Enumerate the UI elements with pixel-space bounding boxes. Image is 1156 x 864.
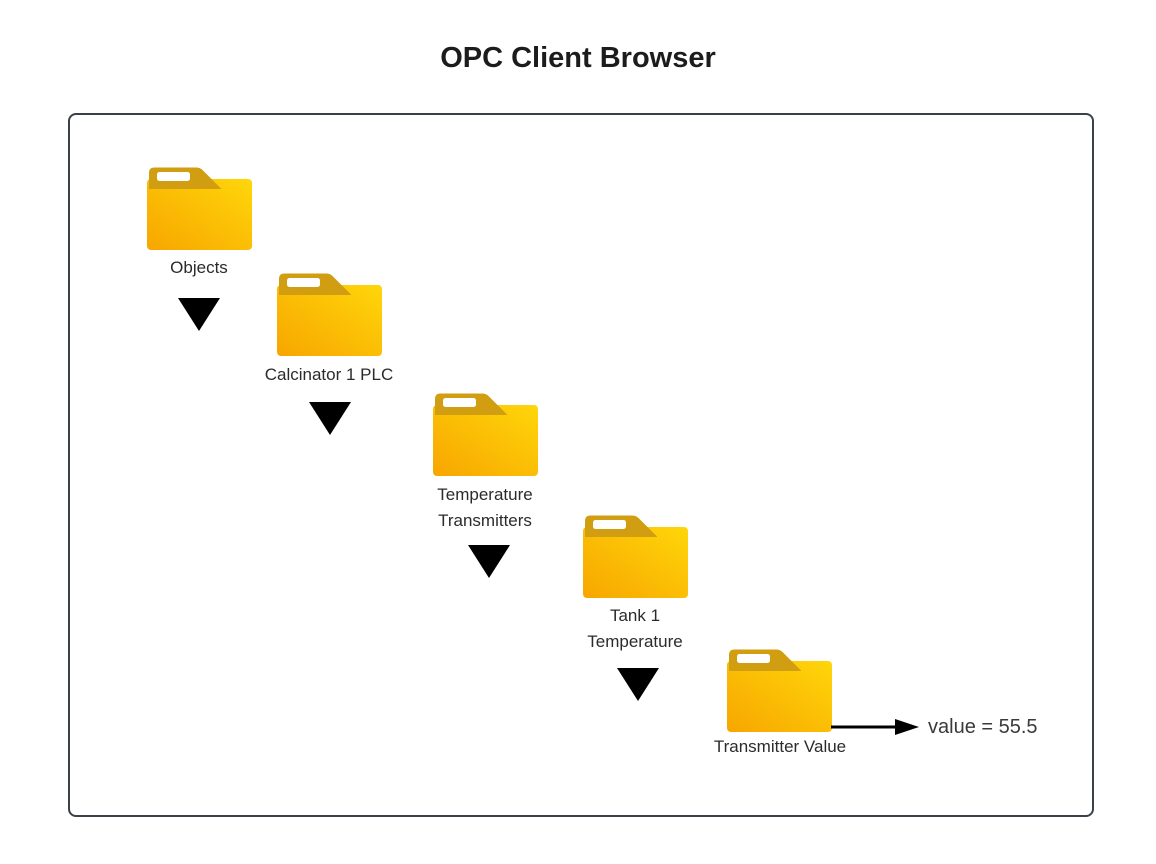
value-arrow-icon [831,719,919,735]
expand-arrow-icon[interactable] [178,298,220,331]
tree-node-label[interactable]: Temperature Transmitters [437,485,533,530]
folder-icon[interactable] [583,514,688,598]
expand-arrow-icon[interactable] [617,668,659,701]
value-readout: value = 55.5 [928,716,1038,738]
folder-icon[interactable] [727,648,832,732]
tree-node-label[interactable]: Tank 1 Temperature [587,606,683,651]
folder-icon[interactable] [433,392,538,476]
folder-icon[interactable] [277,272,382,356]
folder-icon[interactable] [147,166,252,250]
tree-node-label[interactable]: Calcinator 1 PLC [264,365,394,384]
page-title: OPC Client Browser [440,42,716,74]
tree-node-label[interactable]: Transmitter Value [713,737,847,756]
expand-arrow-icon[interactable] [468,545,510,578]
tree-node-label[interactable]: Objects [170,258,228,277]
expand-arrow-icon[interactable] [309,402,351,435]
